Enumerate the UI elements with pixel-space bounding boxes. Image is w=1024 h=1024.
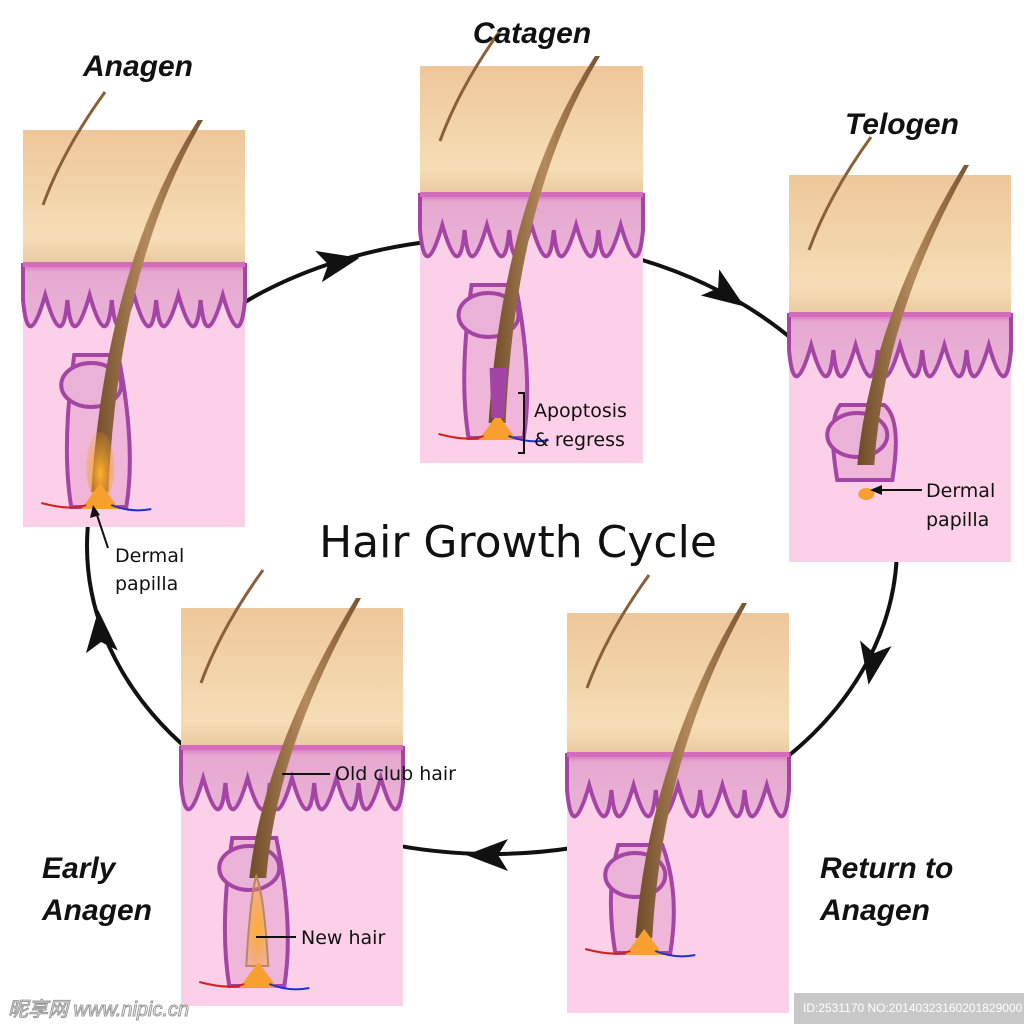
cycle-arrowhead [315,250,360,283]
dermal-papilla [81,483,120,509]
label-anagen: Anagen [82,50,193,83]
surface-hair [807,136,873,251]
diagram-title: Hair Growth Cycle [319,517,717,568]
label-catagen: Catagen [473,17,591,50]
skin-panel-early [179,569,405,1006]
watermark-id-box [794,993,1024,1024]
watermark-site: 昵享网 www.nipic.cn [8,999,189,1021]
apoptosis-label-2: & regress [534,429,625,451]
label-return-to-anagen-2: Anagen [819,894,930,927]
rete-ridges [179,746,405,812]
rete-ridges [787,313,1013,379]
telogen-dermal-papilla-label-2: papilla [926,509,989,531]
dermal-papilla [239,962,278,988]
epidermis [789,175,1011,315]
artery [585,948,631,955]
skin-panel-return [565,574,791,1013]
dermal-papilla [625,929,664,955]
artery [438,433,484,440]
skin-panel-catagen [418,27,645,463]
hair-shaft [249,598,361,878]
apoptosis-bracket [518,392,525,454]
vein [508,435,549,443]
skin-panel-telogen [787,136,1013,562]
hair-shaft [635,603,747,938]
hair-shaft [857,165,969,465]
anagen-dermal-papilla-label-1: Dermal [115,545,184,567]
cycle-arrowhead [860,640,892,685]
hair-bulb [86,432,115,502]
label-telogen: Telogen [845,108,959,141]
surface-hair [585,574,651,689]
telogen-dermal-papilla-label-1: Dermal [926,480,995,502]
new-hair-label: New hair [301,927,385,949]
rete-ridges [565,753,791,819]
surface-hair [438,27,504,142]
epidermis [420,66,643,195]
telogen-papilla-pointer [870,485,922,495]
anagen-dermal-papilla-label-2: papilla [115,573,178,595]
vein [110,504,152,512]
apoptosis-label-1: Apoptosis [534,400,627,422]
skin-panel-anagen [21,91,247,527]
watermark-id: ID:2531170 NO:20140323160201829000 [803,1001,1023,1015]
vein [654,950,696,958]
anagen-papilla-pointer [90,505,109,549]
label-return-to-anagen-1: Return to [820,852,953,885]
artery [199,981,245,988]
dermal-papilla [858,488,875,500]
artery [41,502,87,509]
dermal-papilla [478,414,517,440]
sebaceous-gland [217,844,282,892]
regressing-follicle [489,368,508,418]
cycle-arrowhead [700,269,745,307]
cycle-arrowhead [466,839,508,871]
old-club-hair-label: Old club hair [335,763,456,785]
epidermis [567,613,789,755]
cycle-arrowhead [85,610,118,654]
epidermis [23,130,245,265]
surface-hair [41,91,107,206]
label-early-anagen-1: Early [42,852,117,885]
vein [268,983,310,991]
new-hair [245,872,270,967]
surface-hair [199,569,265,684]
label-early-anagen-2: Anagen [41,894,152,927]
